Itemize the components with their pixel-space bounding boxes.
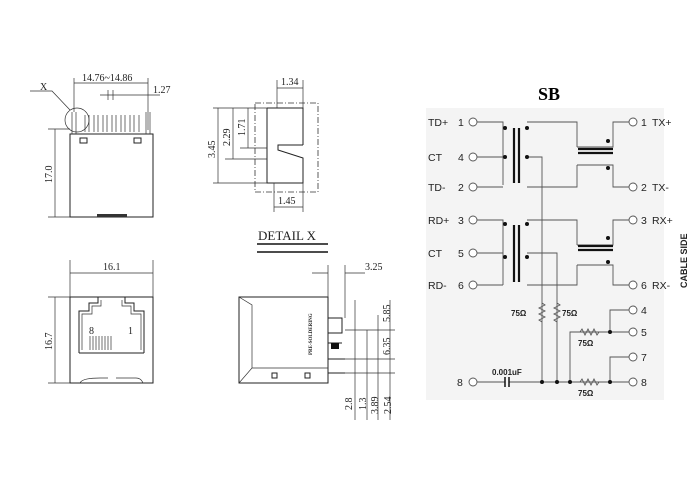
pin-num: 7 [641,352,647,364]
side-dim-top: 3.25 [365,262,383,273]
schematic: SB [426,84,689,400]
pin-num: 5 [641,327,647,339]
front-view: X 14.76~14.86 1.27 17.0 [30,73,171,218]
pin-label-tx-minus: TX- [652,182,669,194]
side-dim-b1: 2.8 [344,398,355,411]
pin-num: 4 [458,152,464,164]
pin-label-ct: CT [428,152,443,164]
jack-front-view: 8 1 16.1 16.7 [44,260,154,384]
pin-num: 8 [641,377,647,389]
pin-label-rd-plus: RD+ [428,215,449,227]
capacitor-label: 0.001uF [492,368,522,377]
detail-marker-label: X [40,82,48,93]
pin-num: 1 [641,117,647,129]
cable-side-label: CABLE SIDE [679,233,689,288]
pin-num: 3 [458,215,464,227]
detail-dim-c: 1.71 [237,119,248,137]
resistor-label: 75Ω [578,339,594,348]
side-view: 3.25 5.85 6.35 PRE-SOLDERING 2.8 1.3 3.8… [238,262,395,420]
pin-num: 6 [458,280,464,292]
pin-num: 6 [641,280,647,292]
jack-height-dim: 16.7 [44,333,55,351]
detail-dim-b: 2.29 [222,129,233,147]
pin-num: 5 [458,248,464,260]
detail-view: 1.34 3.45 2.29 1.71 1.45 DETAIL X [207,77,328,253]
width-dimension: 14.76~14.86 [82,73,132,84]
resistor-label: 75Ω [562,309,578,318]
pin-num: 2 [641,182,647,194]
pin-num: 4 [641,305,647,317]
pin-label-ct2: CT [428,248,443,260]
side-dim-b2: 1.3 [358,398,369,411]
resistor-label: 75Ω [578,389,594,398]
resistor-label: 75Ω [511,309,527,318]
pin-label-td-minus: TD- [428,182,446,194]
pin-num: 8 [457,377,463,389]
detail-dim-bottom: 1.45 [278,196,296,207]
schematic-title: SB [538,84,560,104]
pin-8-label: 8 [89,326,94,337]
side-dim-r1: 5.85 [382,305,393,323]
pin-label-rx-minus: RX- [652,280,671,292]
pin-label-rx-plus: RX+ [652,215,673,227]
pin-label-td-plus: TD+ [428,117,448,129]
pin-num: 2 [458,182,464,194]
pin-num: 1 [458,117,464,129]
detail-title: DETAIL X [258,228,317,243]
pin-num: 3 [641,215,647,227]
side-dim-b4: 2.54 [383,397,394,415]
jack-width-dim: 16.1 [103,262,121,273]
pitch-dimension: 1.27 [153,85,171,96]
pre-soldering-note: PRE-SOLDERING [309,313,314,355]
height-dimension: 17.0 [44,166,55,184]
pin-1-label: 1 [128,326,133,337]
pin-label-rd-minus: RD- [428,280,447,292]
pin-label-tx-plus: TX+ [652,117,672,129]
side-dim-r2: 6.35 [382,338,393,356]
detail-dim-top: 1.34 [281,77,299,88]
detail-dim-a: 3.45 [207,141,218,159]
side-dim-b3: 3.89 [370,397,381,415]
